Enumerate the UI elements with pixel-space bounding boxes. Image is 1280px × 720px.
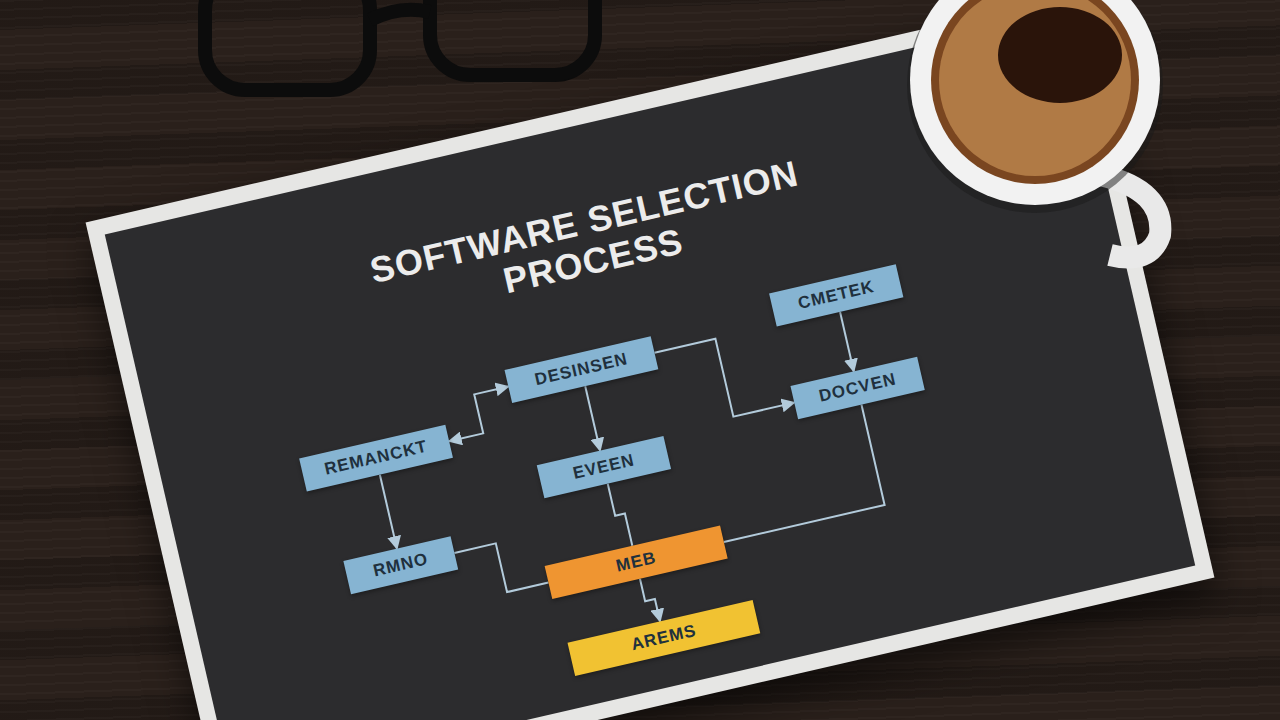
cup-shadow	[907, 0, 1163, 213]
box-label: EVEEN	[571, 450, 636, 483]
flow-connector	[454, 534, 548, 602]
flow-connector	[380, 475, 397, 549]
coffee-dark	[998, 7, 1122, 103]
glasses-lens	[430, 0, 595, 75]
glasses-bridge	[370, 10, 430, 20]
flow-connector	[654, 325, 794, 431]
box-label: RMNO	[371, 549, 430, 580]
coffee-crema	[939, 0, 1131, 176]
flow-connector	[701, 405, 885, 542]
coffee-cup	[907, 0, 1163, 258]
flow-connector	[608, 481, 633, 548]
flow-connector	[640, 577, 660, 624]
box-label: AREMS	[629, 621, 698, 654]
eyeglasses	[205, 0, 595, 90]
flow-connector	[585, 386, 600, 450]
cup-rim	[910, 0, 1160, 205]
printed-sheet: SOFTWARE SELECTION PROCESSCMETEKDESINSEN…	[86, 0, 1215, 720]
cup-handle	[1100, 175, 1160, 258]
box-label: MEB	[614, 548, 658, 576]
coffee-surface	[931, 0, 1139, 184]
flow-connector	[840, 312, 854, 371]
glasses-lens	[205, 0, 370, 90]
flow-connector	[440, 387, 517, 442]
